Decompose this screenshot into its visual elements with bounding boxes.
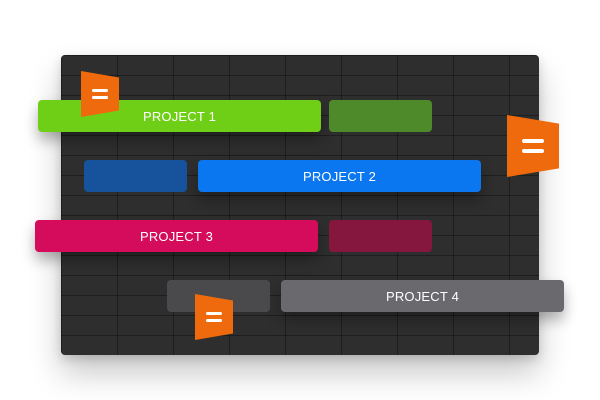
project-ghost-bar-3[interactable] (329, 220, 432, 252)
project-bar-label: PROJECT 3 (139, 228, 214, 244)
project-bar-3[interactable]: PROJECT 3 (35, 220, 318, 252)
project-bar-1[interactable]: PROJECT 1 (38, 100, 321, 132)
project-bar-label: PROJECT 4 (385, 288, 460, 304)
project-bar-2[interactable]: PROJECT 2 (198, 160, 481, 192)
project-bar-label: PROJECT 1 (142, 108, 217, 124)
project-ghost-bar-2[interactable] (84, 160, 187, 192)
project-ghost-bar-1[interactable] (329, 100, 432, 132)
flag-equals-icon[interactable] (81, 71, 119, 117)
flag-equals-icon[interactable] (195, 294, 233, 340)
project-bar-4[interactable]: PROJECT 4 (281, 280, 564, 312)
project-bar-label: PROJECT 2 (302, 168, 377, 184)
flag-equals-icon[interactable] (507, 115, 559, 177)
